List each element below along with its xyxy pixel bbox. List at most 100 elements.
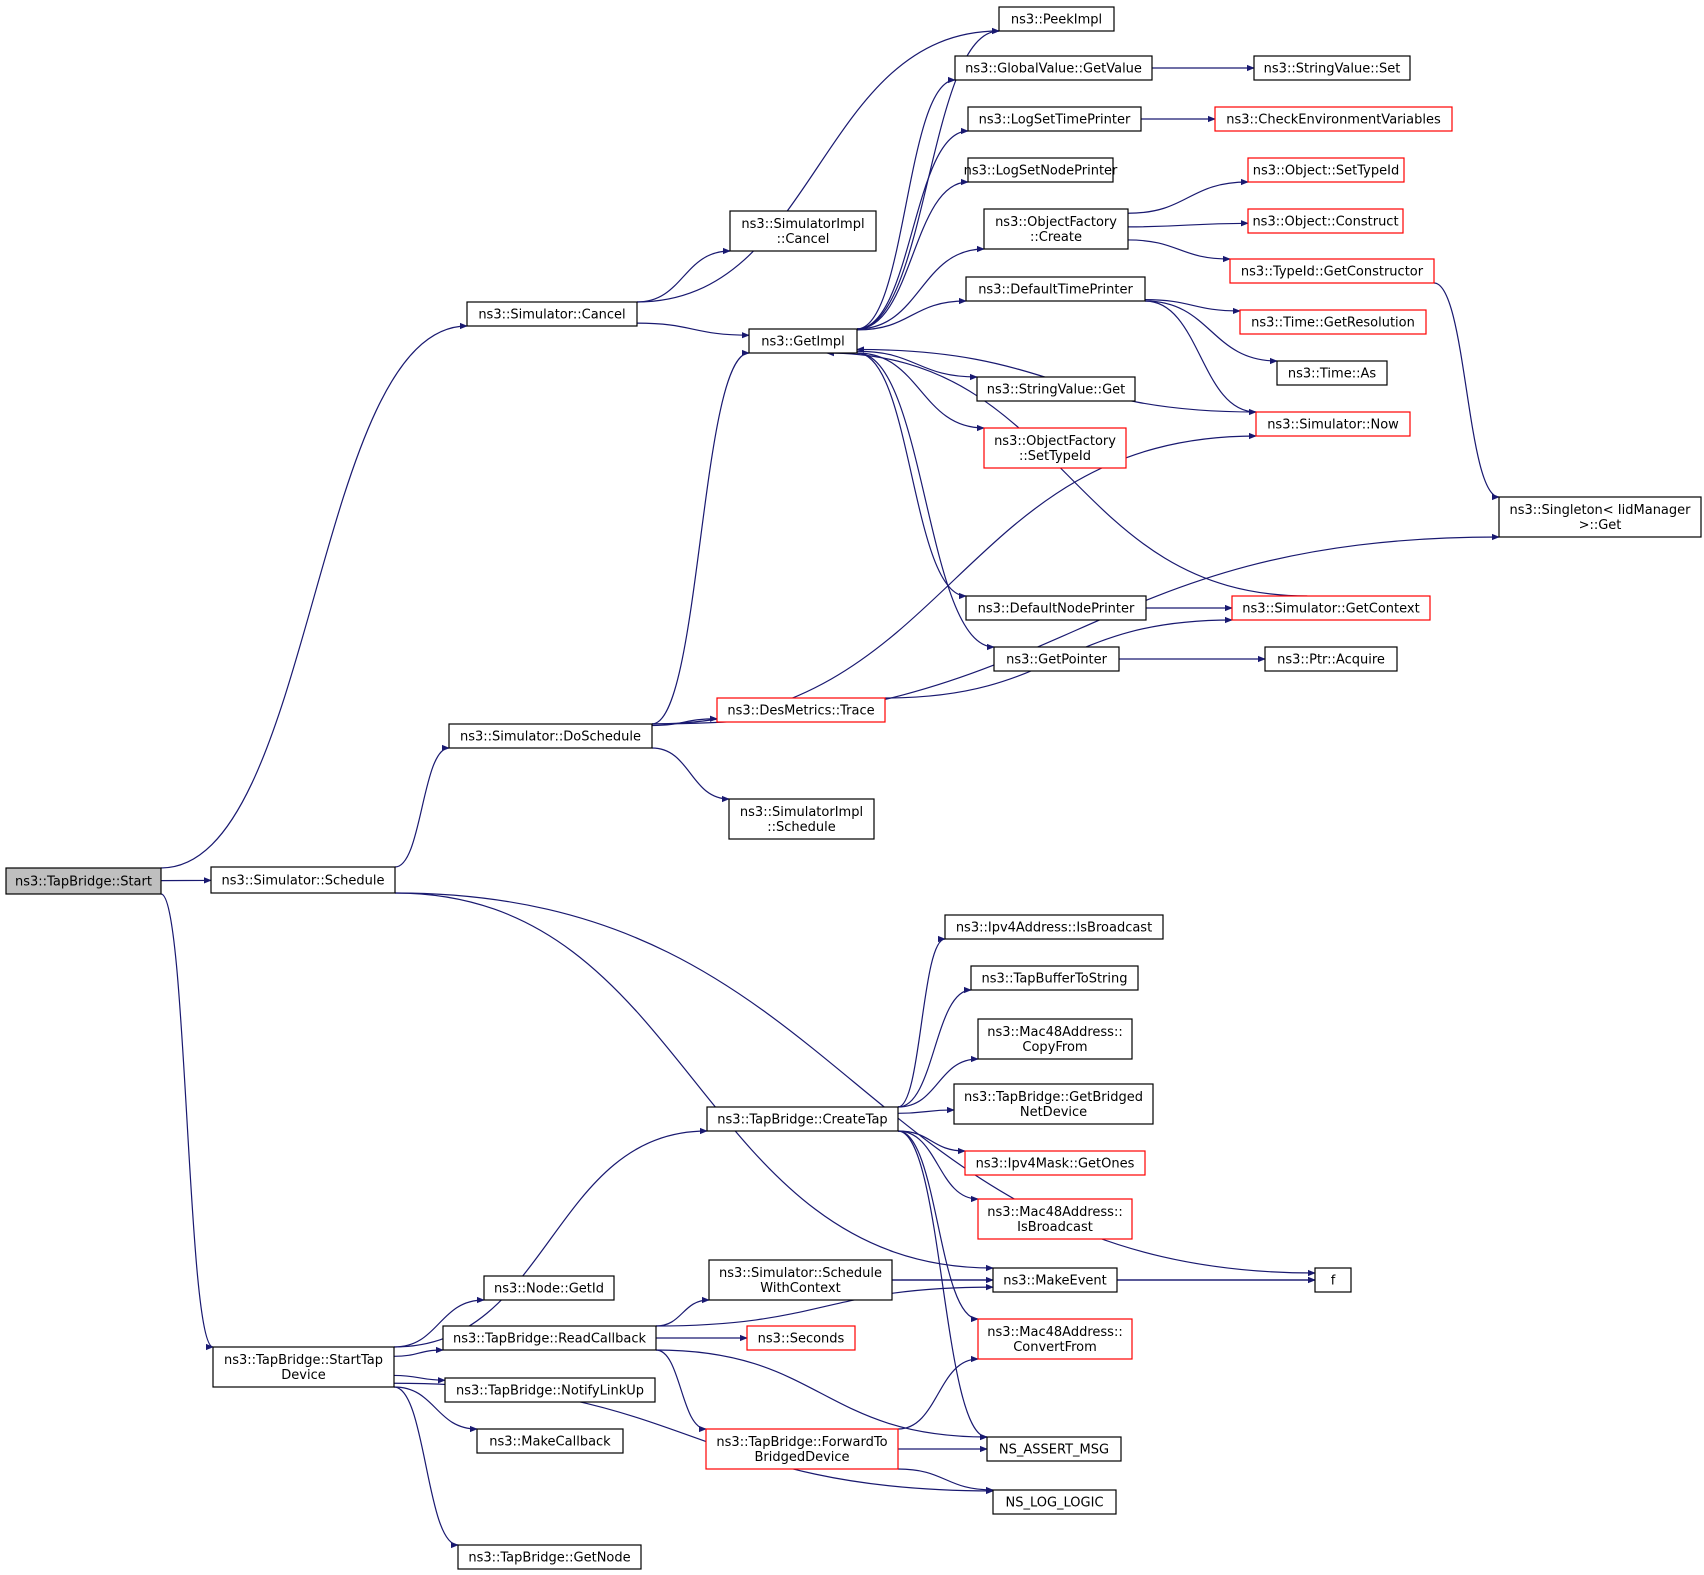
node-ipv4m_getones[interactable]: ns3::Ipv4Mask::GetOnes xyxy=(964,1150,1146,1176)
node-label: ns3::DefaultTimePrinter xyxy=(978,283,1133,298)
node-def_time[interactable]: ns3::DefaultTimePrinter xyxy=(965,276,1146,302)
node-sv_set[interactable]: ns3::StringValue::Set xyxy=(1253,55,1411,81)
edge-sim_dosched-to-simimpl_sched xyxy=(651,747,730,803)
node-tb_getnode[interactable]: ns3::TapBridge::GetNode xyxy=(457,1544,642,1570)
node-def_node[interactable]: ns3::DefaultNodePrinter xyxy=(965,595,1147,621)
node-label: ns3::LogSetNodePrinter xyxy=(964,164,1118,179)
node-label: ::Create xyxy=(1030,230,1082,245)
node-label: ns3::TapBridge::StartTap xyxy=(224,1353,383,1368)
node-label: ns3::ObjectFactory xyxy=(995,215,1117,230)
node-singleton_get[interactable]: ns3::Singleton< IidManager >::Get xyxy=(1498,496,1702,538)
node-label: ns3::TapBridge::ReadCallback xyxy=(453,1332,646,1347)
node-box xyxy=(967,157,1114,183)
node-tapbuf_tostr[interactable]: ns3::TapBufferToString xyxy=(970,965,1139,991)
node-desm_trace[interactable]: ns3::DesMetrics::Trace xyxy=(716,697,886,723)
node-tb_start[interactable]: ns3::TapBridge::Start xyxy=(5,867,162,895)
node-label: ns3::GetPointer xyxy=(1006,653,1107,668)
node-ns_assert[interactable]: NS_ASSERT_MSG xyxy=(986,1436,1122,1462)
edge-start_tap-to-node_getid xyxy=(393,1296,485,1348)
node-box xyxy=(970,965,1139,991)
node-label: ns3::Simulator::Schedule xyxy=(719,1266,882,1281)
node-sim_schedule[interactable]: ns3::Simulator::Schedule xyxy=(210,866,396,894)
node-node_getid[interactable]: ns3::Node::GetId xyxy=(483,1275,615,1301)
node-label: ns3::Time::As xyxy=(1288,367,1377,382)
edge-def_time-to-sim_now xyxy=(1144,300,1257,416)
node-get_pointer[interactable]: ns3::GetPointer xyxy=(993,646,1120,672)
edge-start_tap-to-tb_getnode xyxy=(393,1386,459,1549)
node-sim_now[interactable]: ns3::Simulator::Now xyxy=(1255,411,1411,437)
node-of_create[interactable]: ns3::ObjectFactory::Create xyxy=(983,208,1129,250)
node-label: ns3::Singleton< IidManager xyxy=(1509,503,1691,518)
node-label: ns3::TapBridge::GetNode xyxy=(468,1551,630,1566)
node-label: NS_ASSERT_MSG xyxy=(999,1443,1109,1458)
node-obj_construct[interactable]: ns3::Object::Construct xyxy=(1247,208,1404,234)
node-tb_readcb[interactable]: ns3::TapBridge::ReadCallback xyxy=(442,1325,657,1351)
node-check_env[interactable]: ns3::CheckEnvironmentVariables xyxy=(1214,106,1453,132)
node-ipv4_isbcast[interactable]: ns3::Ipv4Address::IsBroadcast xyxy=(944,914,1164,940)
node-make_event[interactable]: ns3::MakeEvent xyxy=(992,1267,1118,1293)
node-of_settypeid[interactable]: ns3::ObjectFactory::SetTypeId xyxy=(983,427,1127,469)
node-label: ns3::TapBridge::GetBridged xyxy=(964,1090,1143,1105)
node-label: ::Cancel xyxy=(777,232,830,247)
edge-tb_createtap-to-ipv4_isbcast xyxy=(897,935,946,1108)
node-mac48_isbcast[interactable]: ns3::Mac48Address::IsBroadcast xyxy=(977,1198,1133,1240)
node-label: ns3::StringValue::Set xyxy=(1264,62,1401,77)
node-simimpl_cancel[interactable]: ns3::SimulatorImpl::Cancel xyxy=(729,210,877,252)
node-f[interactable]: f xyxy=(1314,1267,1352,1293)
node-sim_getctx[interactable]: ns3::Simulator::GetContext xyxy=(1231,595,1431,621)
edge-get_impl-to-log_set_time xyxy=(856,127,969,330)
node-sim_dosched[interactable]: ns3::Simulator::DoSchedule xyxy=(448,723,653,749)
node-time_getres[interactable]: ns3::Time::GetResolution xyxy=(1239,309,1427,335)
node-label: ns3::TapBridge::Start xyxy=(15,875,152,890)
node-box xyxy=(448,723,653,749)
node-box xyxy=(212,1346,395,1388)
node-label: BridgedDevice xyxy=(754,1450,849,1465)
node-box xyxy=(748,328,858,354)
edge-get_impl-to-of_settypeid xyxy=(856,352,985,432)
node-mac48_convert[interactable]: ns3::Mac48Address::ConvertFrom xyxy=(977,1318,1133,1360)
node-sv_get[interactable]: ns3::StringValue::Get xyxy=(976,376,1136,402)
node-get_impl[interactable]: ns3::GetImpl xyxy=(748,328,858,354)
node-tb_notify[interactable]: ns3::TapBridge::NotifyLinkUp xyxy=(444,1377,656,1403)
node-label: ns3::LogSetTimePrinter xyxy=(979,113,1131,128)
node-log_set_time[interactable]: ns3::LogSetTimePrinter xyxy=(967,106,1142,132)
node-sim_cancel[interactable]: ns3::Simulator::Cancel xyxy=(466,301,638,327)
node-time_as[interactable]: ns3::Time::As xyxy=(1276,360,1388,386)
node-typeid_getctor[interactable]: ns3::TypeId::GetConstructor xyxy=(1229,258,1435,284)
node-simimpl_sched[interactable]: ns3::SimulatorImpl::Schedule xyxy=(728,798,875,840)
node-gv_getvalue[interactable]: ns3::GlobalValue::GetValue xyxy=(954,55,1153,81)
node-make_callback[interactable]: ns3::MakeCallback xyxy=(476,1428,624,1454)
node-tb_createtap[interactable]: ns3::TapBridge::CreateTap xyxy=(706,1106,899,1132)
node-layer: ns3::TapBridge::Start ns3::Simulator::Can… xyxy=(5,6,1702,1570)
edge-tb_createtap-to-mac48_isbcast xyxy=(897,1130,979,1203)
node-label: ns3::MakeCallback xyxy=(489,1435,611,1450)
node-seconds[interactable]: ns3::Seconds xyxy=(746,1325,856,1351)
node-label: ns3::Object::Construct xyxy=(1252,215,1398,230)
node-box xyxy=(5,867,162,895)
node-label: ns3::Ipv4Mask::GetOnes xyxy=(976,1157,1135,1172)
node-log_set_node[interactable]: ns3::LogSetNodePrinter xyxy=(964,157,1118,183)
node-box xyxy=(1276,360,1388,386)
node-peek_impl[interactable]: ns3::PeekImpl xyxy=(998,6,1115,32)
node-label: ns3::DefaultNodePrinter xyxy=(978,602,1135,617)
node-label: ns3::Object::SetTypeId xyxy=(1253,164,1399,179)
node-label: ns3::GlobalValue::GetValue xyxy=(965,62,1142,77)
node-obj_settypeid[interactable]: ns3::Object::SetTypeId xyxy=(1247,157,1405,183)
node-label: ns3::MakeEvent xyxy=(1003,1274,1107,1289)
edge-tb_createtap-to-tapbuf_tostr xyxy=(897,986,972,1108)
edge-sim_dosched-to-get_impl xyxy=(651,349,750,725)
node-ptr_acquire[interactable]: ns3::Ptr::Acquire xyxy=(1264,646,1398,672)
node-box xyxy=(983,208,1129,250)
node-label: ns3::ObjectFactory xyxy=(994,434,1116,449)
node-ns_log_logic[interactable]: NS_LOG_LOGIC xyxy=(992,1489,1117,1515)
edge-start_tap-to-tb_createtap xyxy=(393,1127,708,1348)
edge-get_impl-to-of_create xyxy=(856,245,985,330)
node-mac48_copy[interactable]: ns3::Mac48Address::CopyFrom xyxy=(977,1018,1133,1060)
edge-of_create-to-typeid_getctor xyxy=(1127,239,1231,263)
edge-get_impl-to-get_pointer xyxy=(856,352,995,651)
